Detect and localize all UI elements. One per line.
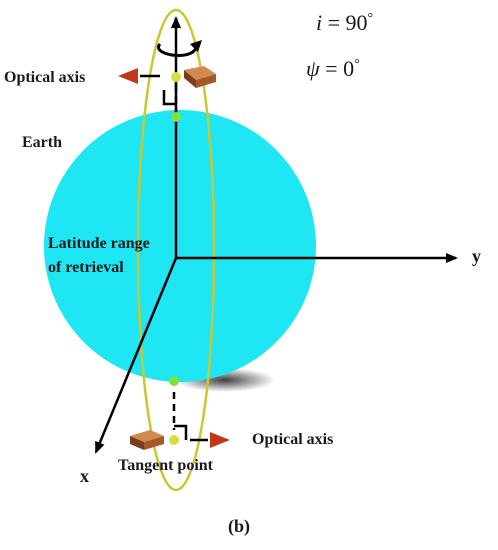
bottom-optical-arrowhead	[210, 432, 230, 448]
psi-param: ψ = 0°	[306, 56, 360, 81]
panel-label: (b)	[228, 516, 250, 537]
top-satellite	[184, 66, 216, 88]
y-axis-label: y	[472, 246, 481, 266]
optical-axis-bottom-label: Optical axis	[252, 431, 333, 448]
top-tangent-dot	[171, 112, 181, 122]
earth-sphere	[44, 110, 316, 382]
inclination-param: i = 90°	[316, 10, 373, 35]
bottom-satellite	[130, 430, 164, 450]
tangent-point-label: Tangent point	[118, 457, 214, 474]
orbit-ellipse	[136, 8, 216, 492]
optical-axis-top-label: Optical axis	[4, 69, 85, 86]
bottom-right-angle	[174, 424, 188, 440]
x-axis	[94, 257, 178, 454]
rotation-arrow	[156, 42, 198, 57]
x-axis-label: x	[80, 466, 89, 486]
latitude-label-line2: of retrieval	[48, 259, 124, 276]
bottom-satellite-dot	[169, 435, 179, 445]
bottom-tangent-dot	[169, 376, 179, 386]
rotation-arrow-head	[190, 40, 202, 52]
top-satellite-dot	[171, 72, 181, 82]
earth-label: Earth	[22, 134, 62, 151]
top-right-angle	[162, 90, 176, 106]
latitude-label-line1: Latitude range	[48, 235, 150, 252]
top-optical-arrowhead	[118, 68, 138, 84]
